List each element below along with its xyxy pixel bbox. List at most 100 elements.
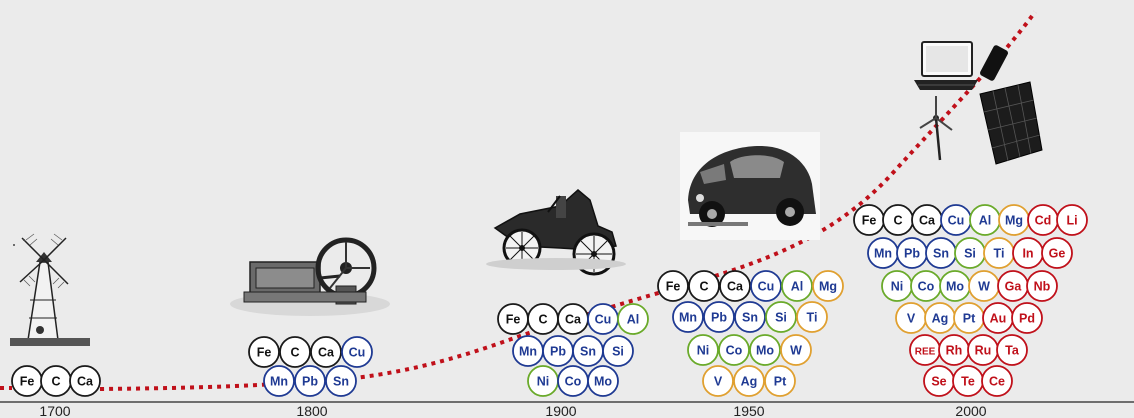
element-symbol: Ce xyxy=(989,375,1005,389)
element-badge-v: V xyxy=(702,365,734,397)
element-badge-sn: Sn xyxy=(734,301,766,333)
element-circle xyxy=(1011,302,1043,334)
element-symbol: Fe xyxy=(506,313,521,327)
element-circle xyxy=(69,365,101,397)
element-badge-ree: REE xyxy=(909,334,941,366)
element-symbol: Pt xyxy=(963,312,976,326)
element-circle xyxy=(587,365,619,397)
element-symbol: Ca xyxy=(727,280,744,294)
element-symbol: Mn xyxy=(519,345,537,359)
element-badge-fe: Fe xyxy=(11,365,43,397)
element-symbol: Ge xyxy=(1049,247,1066,261)
element-symbol: Co xyxy=(726,344,743,358)
element-badge-v: V xyxy=(895,302,927,334)
element-badge-fe: Fe xyxy=(657,270,689,302)
element-symbol: Pt xyxy=(774,375,787,389)
element-badge-ti: Ti xyxy=(983,237,1015,269)
element-circle xyxy=(703,301,735,333)
element-symbol: Te xyxy=(961,375,975,389)
element-badge-pb: Pb xyxy=(896,237,928,269)
year-label-1800: 1800 xyxy=(296,403,327,418)
element-badge-nb: Nb xyxy=(1026,270,1058,302)
element-circle xyxy=(279,336,311,368)
element-symbol: Au xyxy=(990,312,1007,326)
element-symbol: Fe xyxy=(862,214,877,228)
element-badge-mo: Mo xyxy=(587,365,619,397)
element-symbol: Cu xyxy=(595,313,612,327)
element-badge-li: Li xyxy=(1056,204,1088,236)
element-symbol: Ni xyxy=(891,280,904,294)
steam-engine-icon xyxy=(230,237,390,316)
element-badge-in: In xyxy=(1012,237,1044,269)
element-circle xyxy=(781,270,813,302)
element-badge-w: W xyxy=(780,334,812,366)
element-symbol: Ti xyxy=(807,311,818,325)
element-symbol: Ni xyxy=(697,344,710,358)
element-badge-fe: Fe xyxy=(853,204,885,236)
element-badge-ca: Ca xyxy=(69,365,101,397)
laptop-icon xyxy=(914,41,978,90)
element-badge-fe: Fe xyxy=(248,336,280,368)
element-circle xyxy=(981,365,1013,397)
element-badge-ga: Ga xyxy=(997,270,1029,302)
element-symbol: C xyxy=(290,346,299,360)
element-badge-mo: Mo xyxy=(939,270,971,302)
element-symbol: Fe xyxy=(666,280,681,294)
element-badge-al: Al xyxy=(969,204,1001,236)
element-symbol: Se xyxy=(931,375,946,389)
element-badge-cd: Cd xyxy=(1027,204,1059,236)
element-circle xyxy=(765,301,797,333)
element-symbol: Li xyxy=(1066,214,1077,228)
element-symbol: Ca xyxy=(565,313,582,327)
year-label-1700: 1700 xyxy=(39,403,70,418)
element-circle xyxy=(750,270,782,302)
element-circle xyxy=(688,270,720,302)
element-circle xyxy=(796,301,828,333)
element-badge-te: Te xyxy=(952,365,984,397)
element-badge-ca: Ca xyxy=(557,303,589,335)
element-circle xyxy=(1026,270,1058,302)
element-symbol: Mn xyxy=(679,311,697,325)
element-badge-sn: Sn xyxy=(925,237,957,269)
element-badge-sn: Sn xyxy=(572,335,604,367)
element-symbol: Ru xyxy=(975,344,992,358)
element-badge-si: Si xyxy=(765,301,797,333)
element-symbol: Cu xyxy=(349,346,366,360)
element-symbol: Ta xyxy=(1005,344,1020,358)
element-badge-c: C xyxy=(279,336,311,368)
element-badge-ni: Ni xyxy=(881,270,913,302)
element-badge-pt: Pt xyxy=(764,365,796,397)
element-symbol: Fe xyxy=(20,375,35,389)
element-symbol: Mo xyxy=(594,375,612,389)
element-circle xyxy=(687,334,719,366)
element-badge-mn: Mn xyxy=(263,365,295,397)
element-symbol: Ti xyxy=(994,247,1005,261)
element-circle xyxy=(248,336,280,368)
element-symbol: Al xyxy=(791,280,804,294)
element-circle xyxy=(657,270,689,302)
element-badge-se: Se xyxy=(923,365,955,397)
element-symbol: Ni xyxy=(537,375,550,389)
element-symbol: Sn xyxy=(742,311,758,325)
early-automobile-icon xyxy=(486,189,626,276)
element-symbol: Pd xyxy=(1019,312,1035,326)
smartphone-icon xyxy=(980,45,1008,81)
element-badge-co: Co xyxy=(557,365,589,397)
element-symbol: Si xyxy=(964,247,976,261)
element-symbol: Sn xyxy=(580,345,596,359)
solar-panel-icon xyxy=(979,81,1043,165)
element-badge-al: Al xyxy=(617,303,649,335)
element-symbol: Cu xyxy=(758,280,775,294)
element-symbol: Ag xyxy=(932,312,949,326)
element-symbol: Pb xyxy=(904,247,920,261)
element-badge-cu: Cu xyxy=(587,303,619,335)
element-symbol: Ca xyxy=(318,346,335,360)
element-badge-si: Si xyxy=(954,237,986,269)
element-symbol: Pb xyxy=(711,311,727,325)
element-badge-ni: Ni xyxy=(527,365,559,397)
element-badge-c: C xyxy=(40,365,72,397)
element-symbol: Co xyxy=(918,280,935,294)
element-circle xyxy=(1041,237,1073,269)
